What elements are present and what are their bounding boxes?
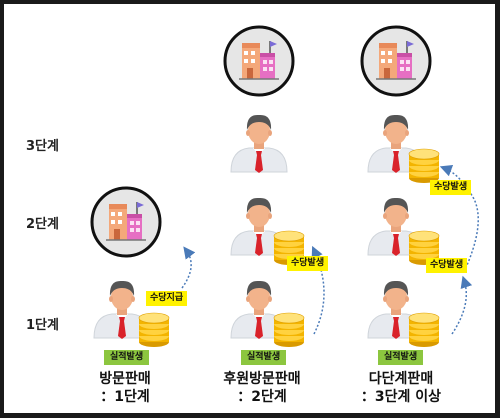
caption-col2: 후원방문판매 ：2단계	[197, 370, 327, 406]
coin-stack-icon-col3-level1	[408, 312, 440, 348]
caption-col3-line2: ：3단계 이상	[360, 389, 442, 405]
caption-col1-line2: ：1단계	[100, 389, 150, 405]
building-icon-col3-top	[360, 25, 432, 97]
badge-col1-pay: 수당지급	[146, 291, 188, 306]
building-icon-col1	[90, 186, 162, 258]
caption-col3: 다단계판매 ：3단계 이상	[336, 370, 466, 406]
person-icon-col2-level3	[230, 114, 288, 174]
coin-stack-icon-col2-level1	[273, 312, 305, 348]
badge-perf-col2: 실적발생	[241, 350, 287, 365]
caption-col1-line1: 방문판매	[99, 371, 151, 387]
coin-stack-icon-col3-level3	[408, 148, 440, 184]
caption-col2-line2: ：2단계	[237, 389, 287, 405]
diagram-canvas: 3단계 2단계 1단계 수당지급 수당발생 수당발생 수당발생 실적발생 실적발…	[4, 4, 495, 413]
caption-col3-line1: 다단계판매	[368, 371, 434, 387]
arrow-col1	[181, 246, 196, 289]
arrow-col3-lower	[451, 275, 473, 335]
building-icon-col2-top	[223, 25, 295, 97]
level-label-2: 2단계	[26, 217, 59, 232]
badge-perf-col3: 실적발생	[378, 350, 424, 365]
badge-col2-occur: 수당발생	[287, 256, 329, 271]
badge-col3-occur-mid: 수당발생	[426, 258, 468, 273]
level-label-3: 3단계	[26, 139, 59, 154]
caption-col2-line1: 후원방문판매	[223, 371, 301, 387]
badge-perf-col1: 실적발생	[104, 350, 150, 365]
level-label-1: 1단계	[26, 318, 59, 333]
arrow-col3-upper	[439, 165, 479, 273]
coin-stack-icon-col1	[138, 312, 170, 348]
caption-col1: 방문판매 ：1단계	[60, 370, 190, 406]
badge-col3-occur-top: 수당발생	[430, 180, 472, 195]
